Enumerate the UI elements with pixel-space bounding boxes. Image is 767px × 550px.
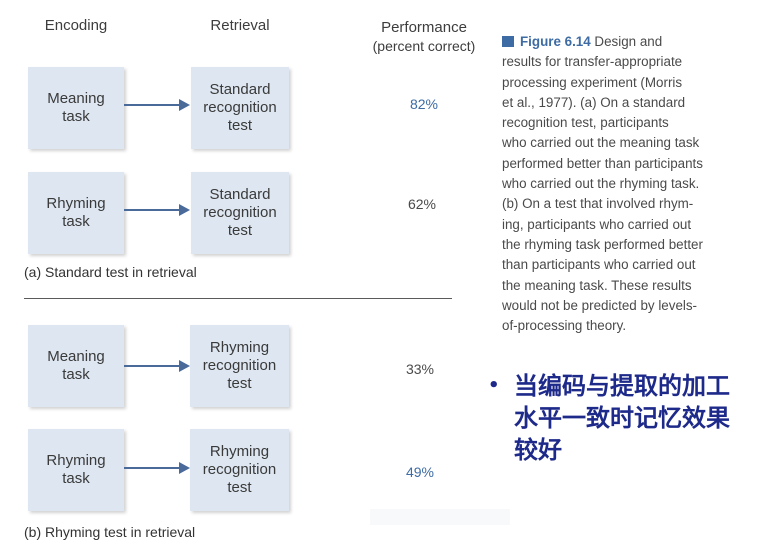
bullet-line: 当编码与提取的加工 xyxy=(514,372,730,400)
caption-line: of-processing theory. xyxy=(502,318,627,334)
section-a-label: (a) Standard test in retrieval xyxy=(24,264,197,280)
bullet-icon: • xyxy=(488,375,500,396)
caption-line: Design and xyxy=(590,34,663,49)
header-performance-line1: Performance xyxy=(381,19,467,36)
box-line: task xyxy=(62,213,90,230)
box-line: test xyxy=(227,222,253,239)
box-line: Meaning xyxy=(47,90,105,107)
box-line: Rhyming xyxy=(209,339,270,356)
caption-line: (b) On a test that involved rhym- xyxy=(502,196,694,212)
bullet-line: 较好 xyxy=(514,436,562,464)
box-line: test xyxy=(227,117,253,134)
box-line: test xyxy=(227,479,252,496)
header-retrieval: Retrieval xyxy=(210,17,270,34)
caption-line: who carried out the meaning task xyxy=(502,135,700,151)
box-line: Standard xyxy=(209,186,271,203)
figure-label: Figure 6.14 xyxy=(520,34,591,49)
box-line: task xyxy=(62,108,90,125)
caption-line: the rhyming task performed better xyxy=(502,236,703,252)
faint-mark xyxy=(370,509,510,525)
bullet-note: • 当编码与提取的加工 水平一致时记忆效果 较好 xyxy=(488,370,760,466)
header-encoding: Encoding xyxy=(44,17,108,34)
performance-value: 33% xyxy=(405,361,435,377)
caption-line: ing, participants who carried out xyxy=(502,216,692,232)
caption-line: et al., 1977). (a) On a standard xyxy=(502,94,686,110)
box-line: test xyxy=(227,375,252,392)
caption-line: would not be predicted by levels- xyxy=(502,297,698,313)
arrow-right-icon xyxy=(124,358,190,374)
caption-line: results for transfer-appropriate xyxy=(502,54,683,70)
box-line: Standard xyxy=(209,81,271,98)
box-line: Rhyming xyxy=(209,443,270,460)
caption-line: than participants who carried out xyxy=(502,257,696,273)
box-line: Rhyming xyxy=(46,195,106,212)
square-icon xyxy=(502,36,514,47)
box-line: task xyxy=(62,470,90,487)
arrow-right-icon xyxy=(124,202,190,218)
caption-line: recognition test, participants xyxy=(502,115,669,131)
box-line: Meaning xyxy=(47,348,105,365)
box-line: task xyxy=(62,366,90,383)
arrow-right-icon xyxy=(124,460,190,476)
caption-line: who carried out the rhyming task. xyxy=(502,176,700,192)
box-line: Rhyming xyxy=(46,452,106,469)
section-b-label: (b) Rhyming test in retrieval xyxy=(24,524,196,540)
performance-value: 49% xyxy=(405,464,435,480)
section-divider xyxy=(24,298,452,299)
arrow-right-icon xyxy=(124,97,190,113)
box-line: recognition xyxy=(202,357,277,374)
box-line: recognition xyxy=(203,204,277,221)
box-line: recognition xyxy=(203,99,277,116)
box-line: recognition xyxy=(202,461,277,478)
caption-line: performed better than participants xyxy=(502,155,703,171)
performance-value: 62% xyxy=(407,196,437,212)
caption-line: the meaning task. These results xyxy=(502,277,692,293)
performance-value: 82% xyxy=(409,96,439,112)
caption-line: processing experiment (Morris xyxy=(502,74,683,90)
bullet-line: 水平一致时记忆效果 xyxy=(514,404,730,432)
header-performance-line2: (percent correct) xyxy=(372,38,476,54)
figure-caption: Figure 6.14 Design and results for trans… xyxy=(502,32,752,336)
header-performance: Performance (percent correct) xyxy=(360,18,488,56)
